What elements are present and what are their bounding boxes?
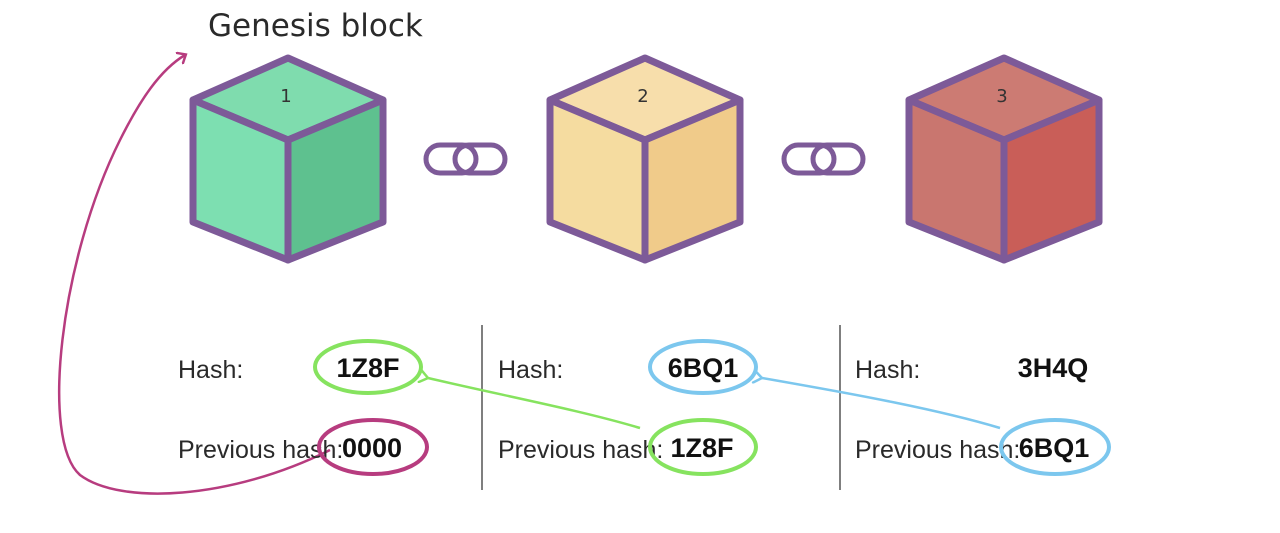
block-2-previous-hash-label: Previous hash: bbox=[498, 436, 663, 464]
block-2-hash-label: Hash: bbox=[498, 356, 563, 384]
block-3-previous-hash-value: 6BQ1 bbox=[1019, 433, 1090, 463]
block-1-cube: 1 bbox=[189, 54, 387, 264]
block-1-hash-value: 1Z8F bbox=[336, 353, 399, 383]
block-1-number: 1 bbox=[280, 86, 291, 107]
block-2-previous-hash-value: 1Z8F bbox=[670, 433, 733, 463]
chain-link-icon bbox=[423, 142, 508, 176]
previous-hash-highlight-green bbox=[648, 418, 758, 476]
block-2-hash-value: 6BQ1 bbox=[668, 353, 739, 383]
block-1-previous-hash-label: Previous hash: bbox=[178, 436, 343, 464]
genesis-pointer-arrow bbox=[57, 55, 331, 495]
previous-hash-link-arrow-blue bbox=[762, 378, 1001, 430]
chain-link-icon bbox=[781, 142, 866, 176]
block-2-cube: 2 bbox=[546, 54, 744, 264]
genesis-block-caption: Genesis block bbox=[208, 8, 423, 44]
block-1-previous-hash-value: 0000 bbox=[342, 433, 402, 463]
hash-highlight-blue bbox=[648, 339, 758, 395]
block-3-cube: 3 bbox=[905, 54, 1103, 264]
previous-hash-highlight-blue bbox=[999, 418, 1111, 476]
block-3-previous-hash-label: Previous hash: bbox=[855, 436, 1020, 464]
hash-highlight-green bbox=[313, 339, 423, 395]
block-2-number: 2 bbox=[637, 86, 648, 107]
previous-hash-highlight-magenta bbox=[317, 418, 429, 476]
block-3-hash-label: Hash: bbox=[855, 356, 920, 384]
block-3-number: 3 bbox=[996, 86, 1007, 107]
block-3-hash-value: 3H4Q bbox=[1018, 353, 1089, 383]
block-1-hash-label: Hash: bbox=[178, 356, 243, 384]
previous-hash-link-arrow-green bbox=[428, 378, 641, 430]
